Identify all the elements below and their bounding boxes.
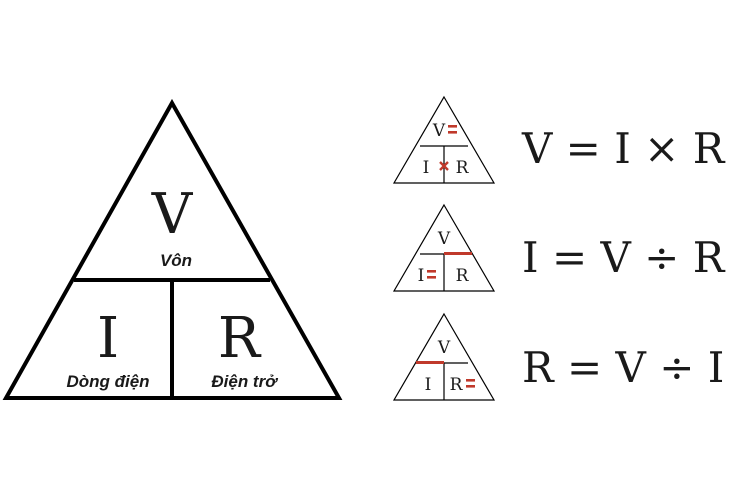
formula-resistance: V I R R = V ÷ I [392, 312, 724, 401]
mini-left-symbol: I [423, 158, 430, 178]
multiply-mark [439, 161, 449, 171]
equation-voltage: V = I × R [521, 124, 726, 173]
current-symbol: I [97, 306, 119, 371]
equals-mark [427, 270, 436, 279]
main-triangle: V Vôn I Dòng điện R Điện trở [2, 98, 343, 400]
voltage-label: Vôn [160, 251, 192, 270]
mini-left-symbol: I [418, 266, 425, 286]
resistance-symbol: R [218, 306, 262, 371]
equals-mark [448, 125, 457, 134]
equation-resistance: R = V ÷ I [522, 343, 724, 392]
equation-current: I = V ÷ R [522, 233, 726, 282]
mini-left-symbol: I [425, 375, 432, 395]
division-bar [444, 252, 472, 255]
mini-right-symbol: R [456, 266, 470, 286]
formula-voltage: V I R V = I × R [392, 95, 726, 184]
resistance-label: Điện trở [211, 372, 278, 391]
mini-top-symbol: V [437, 229, 451, 249]
mini-right-symbol: R [456, 158, 470, 178]
voltage-symbol: V [151, 182, 194, 247]
current-label: Dòng điện [66, 372, 149, 391]
equals-mark [466, 379, 475, 388]
division-bar [416, 361, 444, 364]
mini-top-symbol: V [437, 338, 451, 358]
formula-current: V I R I = V ÷ R [392, 203, 726, 292]
mini-top-symbol: V [432, 121, 446, 141]
mini-right-symbol: R [450, 375, 464, 395]
